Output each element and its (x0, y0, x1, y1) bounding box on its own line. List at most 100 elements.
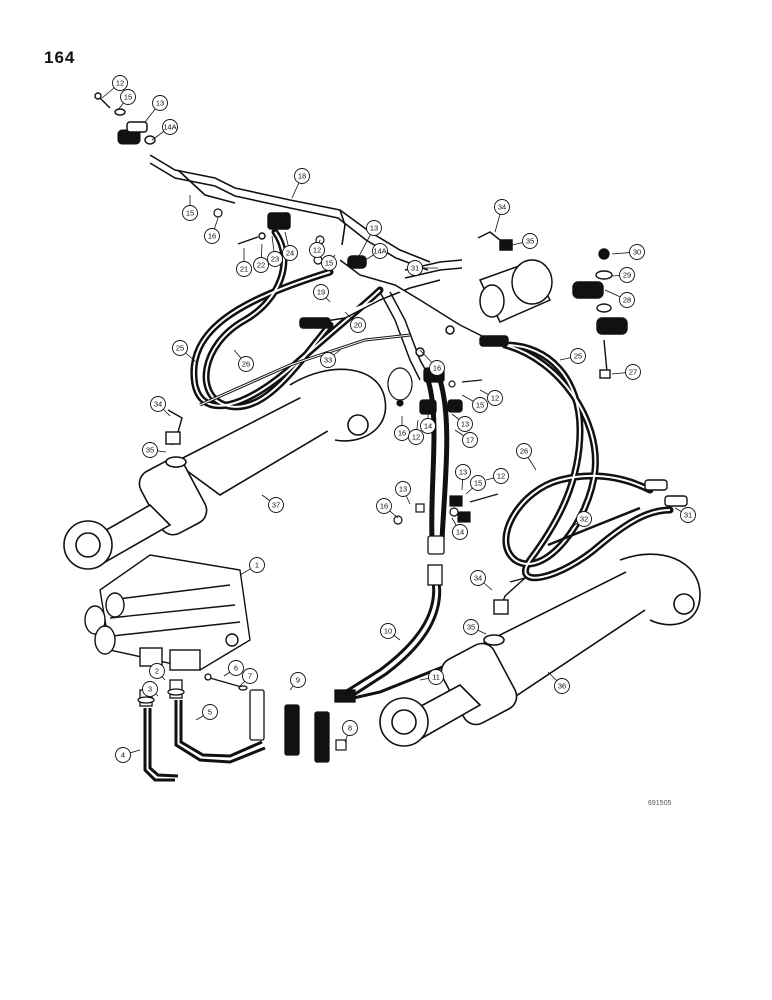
callout-circle (320, 352, 336, 368)
callout-number: 9 (296, 676, 300, 685)
callout-circle (267, 251, 283, 267)
callout-number: 2 (155, 667, 159, 676)
callout-circle (380, 623, 396, 639)
elbow-34-upper (477, 231, 513, 251)
callout-number: 6 (234, 664, 238, 673)
clamp-9 (249, 689, 330, 763)
callout-number: 1 (255, 561, 259, 570)
callout-circle (172, 340, 188, 356)
callout-circle (408, 429, 424, 445)
callout-circle (342, 720, 358, 736)
callout-number: 34 (154, 400, 162, 409)
callout-number: 36 (558, 682, 566, 691)
callout-circle (420, 418, 436, 434)
cylinder-37 (63, 368, 387, 570)
callout-number: 27 (629, 368, 637, 377)
callout-number: 15 (474, 479, 482, 488)
callout-circle (554, 678, 570, 694)
callout-number: 22 (257, 261, 265, 270)
tube-10 (339, 574, 442, 702)
callout-circle (487, 390, 503, 406)
callout-circle (407, 260, 423, 276)
callout-number: 16 (380, 502, 388, 511)
callout-circle (493, 468, 509, 484)
callout-circle (457, 416, 473, 432)
callout-circle (309, 242, 325, 258)
control-valve-1 (84, 554, 251, 671)
callout-circle (472, 397, 488, 413)
callout-circle (619, 292, 635, 308)
callout-number: 13 (459, 468, 467, 477)
callout-circle (629, 244, 645, 260)
callout-circle (366, 220, 382, 236)
callout-number: 14A (373, 247, 386, 256)
clamp-24 (237, 212, 291, 245)
hose-17 (425, 377, 450, 543)
callout-number: 24 (286, 249, 294, 258)
callout-circle (463, 619, 479, 635)
callout-number: 12 (497, 472, 505, 481)
callout-circle (452, 524, 468, 540)
callout-circle (470, 570, 486, 586)
callout-circle (253, 257, 269, 273)
callout-circle (115, 747, 131, 763)
callout-number: 14 (424, 422, 432, 431)
callout-circle (428, 669, 444, 685)
callout-number: 26 (242, 360, 250, 369)
callout-number: 12 (491, 394, 499, 403)
callout-circle (455, 464, 471, 480)
callout-circle (149, 663, 165, 679)
sleeve-boot (478, 259, 553, 323)
callout-circle (162, 119, 178, 135)
callout-circle (182, 205, 198, 221)
tube-10-fittings (334, 564, 443, 703)
callout-number: 21 (240, 265, 248, 274)
callout-number: 29 (623, 271, 631, 280)
page-number: 164 (44, 48, 76, 67)
callout-circle (150, 396, 166, 412)
callout-circle (228, 660, 244, 676)
callout-number: 35 (467, 623, 475, 632)
callout-number: 16 (433, 364, 441, 373)
tube-11 (344, 660, 456, 702)
callout-number: 18 (298, 172, 306, 181)
callout-circle (282, 245, 298, 261)
callout-number: 14 (456, 528, 464, 537)
bolt-6-7 (204, 673, 248, 691)
callout-circle (619, 267, 635, 283)
callout-number: 3 (148, 685, 152, 694)
callout-number: 15 (186, 209, 194, 218)
fittings-2-3 (137, 679, 185, 707)
callout-circle (290, 672, 306, 688)
callout-number: 15 (325, 259, 333, 268)
callout-circle (522, 233, 538, 249)
hose-end-fittings-right (479, 335, 688, 507)
callout-number: 23 (271, 255, 279, 264)
callout-number: 25 (574, 352, 582, 361)
callout-number: 13 (156, 99, 164, 108)
callout-circle (142, 681, 158, 697)
callout-circle (249, 557, 265, 573)
callout-number: 12 (116, 79, 124, 88)
callout-number: 32 (580, 515, 588, 524)
right-clamp-assembly (572, 248, 628, 379)
callout-circle (516, 443, 532, 459)
figure-code: 691505 (648, 800, 672, 807)
callout-circle (680, 507, 696, 523)
callout-circle (576, 511, 592, 527)
callout-number: 37 (272, 501, 280, 510)
callout-circle (112, 75, 128, 91)
callout-number: 31 (411, 264, 419, 273)
callout-circle (372, 243, 388, 259)
callout-number: 13 (370, 224, 378, 233)
hose-inner-white-right (504, 344, 671, 579)
callout-number: 34 (498, 203, 506, 212)
callout-number: 13 (399, 485, 407, 494)
callout-circle (236, 261, 252, 277)
callout-circle (625, 364, 641, 380)
callout-number: 5 (208, 708, 212, 717)
callout-number: 15 (124, 93, 132, 102)
elbow-34-left (165, 409, 183, 446)
bolt-12-upper-left (94, 92, 156, 145)
